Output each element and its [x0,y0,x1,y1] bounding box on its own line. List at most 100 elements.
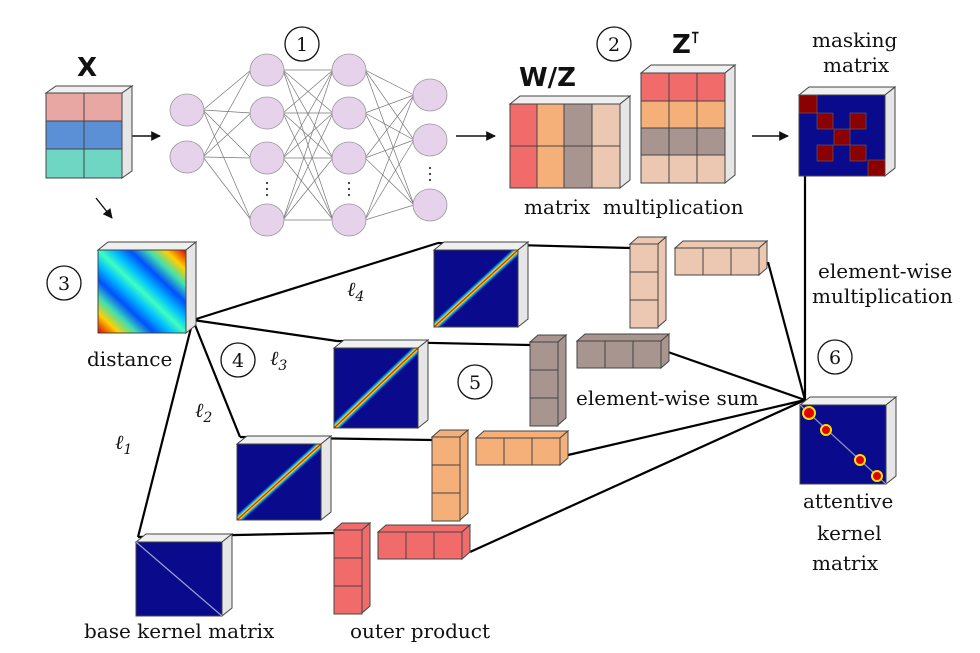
label-multiplication: multiplication [812,284,953,308]
nn-edge [282,69,334,114]
vector-face [575,333,671,342]
nn-node [169,93,205,127]
step-5-marker: 5 [457,364,493,400]
nn-edge [202,109,252,221]
step-2-marker: 2 [596,26,632,62]
vector-cell [730,247,760,276]
label-x: X [77,53,97,83]
nn-edge [364,139,415,221]
label-l2: ℓ2 [195,398,212,426]
svg-text:2: 2 [608,34,620,56]
label-element-wise: element-wise [818,259,952,283]
base-kernel-matrix [134,532,234,618]
nn-ellipsis-dot [428,172,432,176]
outer-product-vectors-orange [430,428,570,522]
nn-ellipsis-dot [265,193,269,197]
nn-edge [364,69,415,206]
step-3-marker: 3 [46,265,82,301]
vector-cell [405,531,435,560]
nn-edge [202,156,252,221]
nn-edge [364,69,415,96]
vector-face [657,235,667,329]
line-to-sum-3 [667,350,806,402]
label-matrix-multiplication: matrix multiplication [524,195,744,219]
zt-matrix [639,63,737,185]
vector-face [376,524,472,533]
vector-cell [629,271,659,301]
vector-cell [433,531,463,560]
nn-edge [364,94,415,159]
nn-edge [282,69,334,159]
line-distance-l2 [191,319,242,438]
nn-node [331,53,367,87]
kernel-matrix-l2 [235,434,333,522]
outer-product-vectors-salmon [332,521,472,615]
nn-edge [364,157,415,206]
nn-edge [364,94,415,221]
svg-text:3: 3 [58,273,70,295]
nn-node [249,96,285,130]
line-to-sum-1 [469,398,806,554]
vector-cell [629,299,659,329]
vector-cell [674,247,704,276]
vector-cell [333,585,363,615]
nn-edge [282,157,334,221]
line-to-sum-2 [567,398,806,457]
vector-cell [576,340,606,369]
nn-ellipsis-dot [347,193,351,197]
line-distance-l3 [192,318,338,343]
nn-ellipsis-dot [347,181,351,185]
nn-node [249,141,285,175]
distance-matrix [96,240,198,335]
label-wz: W/Z [519,63,576,93]
step-6-marker: 6 [817,339,853,375]
nn-node [412,188,448,222]
nn-edge [364,139,415,159]
vector-cell [431,436,461,466]
nn-edge [202,112,252,158]
vector-cell [503,437,533,466]
nn-edge [364,112,415,206]
label-distance: distance [87,347,172,371]
nn-node [331,203,367,237]
nn-edge [282,112,334,159]
line-distance-l1 [136,319,195,538]
wz-matrix [508,94,632,190]
vector-cell [529,341,559,371]
masking-matrix [797,85,897,178]
nn-ellipsis-dot [265,181,269,185]
vector-face [673,240,769,249]
line-to-sum-4 [766,261,807,401]
kernel-matrix-l3 [332,338,430,430]
nn-edge [202,69,252,158]
nn-node [331,141,367,175]
vector-cell [629,243,659,273]
outer-product-vectors-peach [628,235,769,329]
svg-text:5: 5 [469,372,481,394]
nn-node [169,140,205,174]
nn-edge [364,204,415,221]
label-masking: masking [812,28,898,52]
vector-cell [475,437,505,466]
label-kernel: kernel [817,521,882,545]
step-1-marker: 1 [284,26,320,62]
vector-cell [702,247,732,276]
vector-cell [333,557,363,587]
vector-cell [333,529,363,559]
vector-cell [529,369,559,399]
label-zt: Z⊺ [672,28,700,60]
label-base-kernel-matrix: base kernel matrix [84,619,275,643]
nn-edge [364,94,415,114]
label-l3: ℓ3 [270,346,287,374]
vector-face [361,521,371,615]
svg-text:4: 4 [232,350,244,372]
nn-node [331,96,367,130]
vector-face [557,333,567,427]
label-masking-matrix: matrix [823,53,890,77]
vector-cell [431,492,461,522]
nn-node [249,203,285,237]
nn-ellipsis-dot [265,187,269,191]
kernel-matrix-l4 [432,240,530,329]
nn-ellipsis-dot [347,187,351,191]
